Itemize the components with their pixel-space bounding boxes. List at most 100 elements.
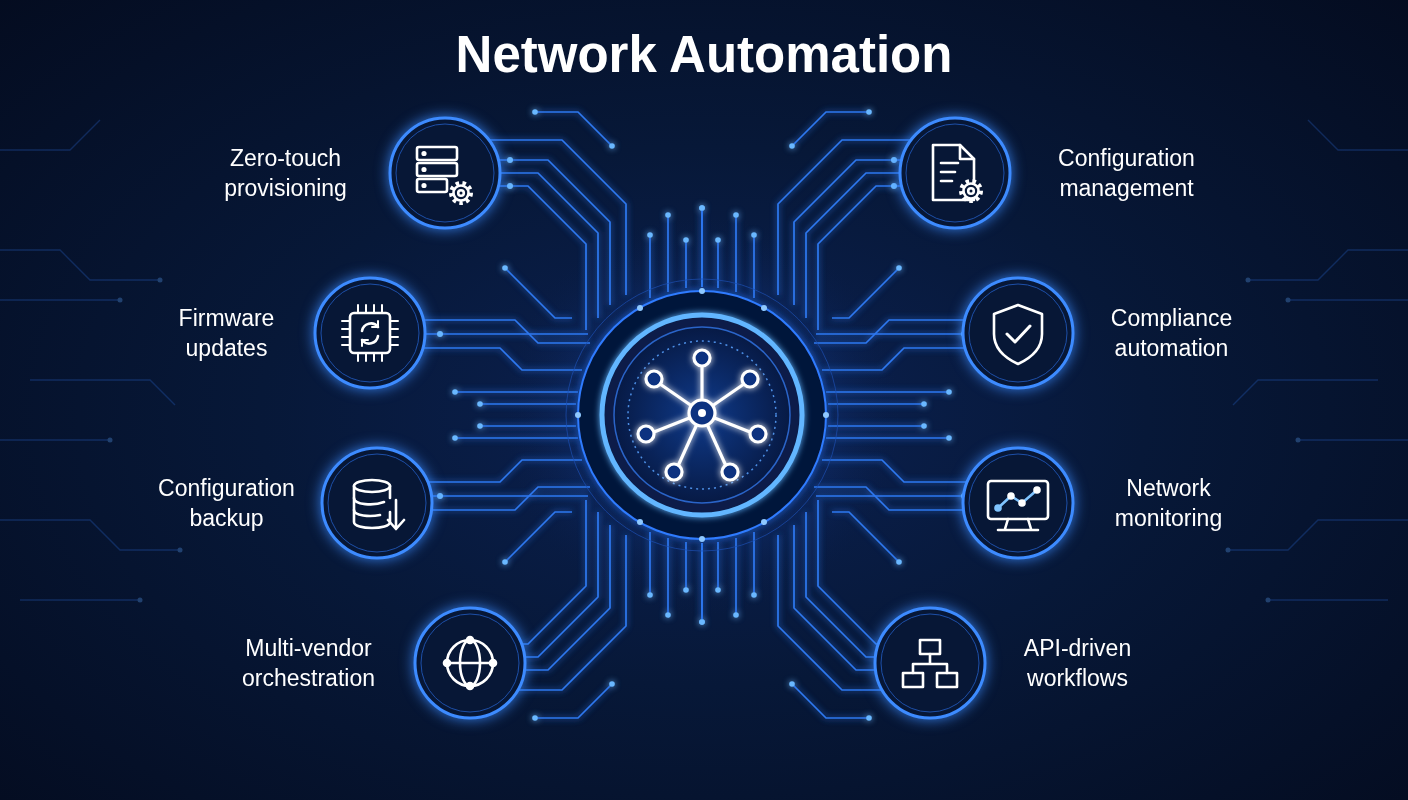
- server-gear-icon: [417, 147, 471, 203]
- globe-equator: [447, 662, 493, 665]
- spoke-node: [638, 426, 654, 442]
- circle-outline: [313, 276, 427, 390]
- circle-outline: [898, 116, 1012, 230]
- globe-dot: [444, 660, 450, 666]
- circle-ring: [315, 278, 425, 388]
- gear-hub: [968, 188, 974, 194]
- ring-dot: [761, 305, 767, 311]
- edge-circuit: [1226, 120, 1408, 603]
- monitor-screen: [988, 481, 1048, 519]
- hierarchy-icon: [903, 640, 957, 687]
- spoke-node: [694, 350, 710, 366]
- refresh-head: [372, 321, 378, 327]
- feature-circle: Configuration management: [898, 116, 1012, 230]
- feature-label: API-driven workflows: [995, 633, 1160, 693]
- spoke-hub: [689, 400, 715, 426]
- globe-dot: [467, 637, 473, 643]
- feature-name: Zero-touch provisioning: [203, 143, 368, 203]
- hub-ring: [602, 315, 802, 515]
- gear-body: [964, 184, 979, 199]
- circle-inner-ring: [906, 124, 1004, 222]
- hierarchy-box: [920, 640, 940, 654]
- database-rings: [354, 498, 384, 516]
- gear-hub: [458, 190, 464, 196]
- server-led: [423, 152, 426, 155]
- circle-inner-ring: [328, 454, 426, 552]
- document-gear-icon: [933, 145, 981, 201]
- feature-label: Multi-vendor orchestration: [226, 633, 391, 693]
- hub-ring-dots: [575, 288, 829, 542]
- circle-ring: [963, 448, 1073, 558]
- circle-outline: [413, 606, 527, 720]
- document-fold: [960, 145, 974, 159]
- circle-inner-ring: [321, 284, 419, 382]
- globe-dot: [467, 683, 473, 689]
- spoke-hub-dot: [698, 409, 706, 417]
- gear-body: [454, 186, 469, 201]
- feature-circle: Configuration backup: [320, 446, 434, 560]
- globe-outline: [447, 640, 493, 686]
- server-led: [423, 184, 426, 187]
- monitor-chart-icon: [988, 481, 1048, 530]
- feature-name: API-driven workflows: [995, 633, 1160, 693]
- feature-label: Compliance automation: [1089, 303, 1254, 363]
- circle-inner-ring: [396, 124, 494, 222]
- document-line: [941, 171, 955, 174]
- feature-name: Firmware updates: [144, 303, 309, 363]
- hierarchy-links: [913, 654, 947, 673]
- hierarchy-box: [903, 673, 923, 687]
- circle-outline: [961, 446, 1075, 560]
- circle-outline: [320, 446, 434, 560]
- feature-circle: Firmware updates: [313, 276, 427, 390]
- ring-dot: [823, 412, 829, 418]
- feature-label: Configuration management: [1044, 143, 1209, 203]
- chart-dot: [996, 506, 1001, 511]
- server-unit: [417, 147, 457, 160]
- globe-meridian: [460, 640, 480, 686]
- spoke-node: [722, 464, 738, 480]
- globe-dot: [490, 660, 496, 666]
- diagram-title: Network Automation: [0, 27, 1408, 83]
- feature-circle: API-driven workflows: [873, 606, 987, 720]
- database-body: [354, 486, 390, 528]
- circle-ring: [900, 118, 1010, 228]
- spoke-node: [750, 426, 766, 442]
- shield-outline: [994, 305, 1042, 364]
- hub-core: [614, 327, 790, 503]
- shield-check-icon: [994, 305, 1042, 364]
- chart-dot: [1035, 488, 1040, 493]
- chip-body: [350, 313, 390, 353]
- spoke-node: [646, 371, 662, 387]
- circle-inner-ring: [881, 614, 979, 712]
- circle-inner-ring: [421, 614, 519, 712]
- feature-name: Compliance automation: [1089, 303, 1254, 363]
- check-mark: [1007, 326, 1030, 342]
- circle-ring: [415, 608, 525, 718]
- network-icon: [638, 350, 766, 480]
- chip-pins: [342, 305, 398, 361]
- feature-label: Network monitoring: [1086, 473, 1251, 533]
- gear-teeth: [451, 183, 471, 203]
- circle-ring: [963, 278, 1073, 388]
- ring-dot: [699, 288, 705, 294]
- refresh-arrow: [362, 336, 378, 344]
- circle-ring: [322, 448, 432, 558]
- ring-dot: [761, 519, 767, 525]
- document-line: [941, 180, 952, 183]
- circle-outline: [388, 116, 502, 230]
- feature-circle: Network monitoring: [961, 446, 1075, 560]
- refresh-arrow: [362, 323, 378, 331]
- circle-inner-ring: [969, 454, 1067, 552]
- feature-circle: Compliance automation: [961, 276, 1075, 390]
- chip-update-icon: [342, 305, 398, 361]
- chart-dot: [1020, 501, 1025, 506]
- circle-ring: [390, 118, 500, 228]
- database-side: [389, 486, 392, 498]
- database-backup-icon: [354, 480, 404, 529]
- feature-circle: Zero-touch provisioning: [388, 116, 502, 230]
- database-top: [354, 480, 390, 492]
- circle-outline: [961, 276, 1075, 390]
- feature-name: Configuration management: [1044, 143, 1209, 203]
- central-hub: [566, 279, 838, 551]
